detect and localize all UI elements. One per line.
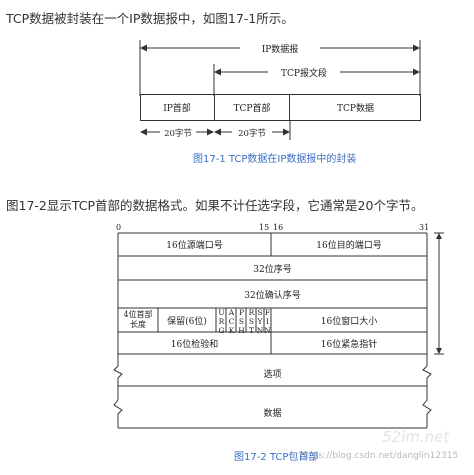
ip-header-size: 20字节 <box>164 129 192 139</box>
bit-label-0: 0 <box>116 223 122 232</box>
checksum-field: 16位检验和 <box>170 339 219 350</box>
header-length-line1: 4位首部 <box>123 310 153 319</box>
tcp-header-size: 20字节 <box>238 129 266 139</box>
options-field: 选项 <box>263 369 282 380</box>
tcp-header-grid <box>113 232 444 429</box>
window-size-field: 16位窗口大小 <box>320 316 378 327</box>
ip-header-box: IP首部 <box>140 94 215 121</box>
data-field: 数据 <box>263 408 282 419</box>
bit-label-15: 15 <box>259 223 270 232</box>
src-port-field: 16位源端口号 <box>166 241 223 251</box>
fig1-caption: 图17-1 TCP数据在IP数据报中的封装 <box>193 154 357 165</box>
intro-text-1: TCP数据被封装在一个IP数据报中，如图17-1所示。 <box>6 11 294 26</box>
tcp-segment-label: TCP报文段 <box>281 69 327 79</box>
intro-text-2: 图17-2显示TCP首部的数据格式。如果不计任选字段，它通常是20个字节。 <box>6 198 424 213</box>
bit-label-31: 31 <box>419 223 430 232</box>
ack-number-field: 32位确认序号 <box>244 290 301 301</box>
ip-datagram-label: IP数据报 <box>261 45 299 55</box>
header-length-field: 4位首部 长度 <box>118 308 158 332</box>
urgent-pointer-field: 16位紧急指针 <box>320 339 378 350</box>
watermark-url: https://blog.csdn.net/danglin12315 <box>300 451 459 461</box>
header-length-line2: 长度 <box>130 320 146 329</box>
fig2-caption: 图17-2 TCP包首部 <box>234 452 319 463</box>
dst-port-field: 16位目的端口号 <box>316 241 382 251</box>
ip-datagram-frame <box>140 94 421 121</box>
bit-label-16: 16 <box>273 223 284 232</box>
watermark-logo: 52im.net <box>382 428 450 446</box>
tcp-header-box: TCP首部 <box>215 94 290 121</box>
fig1-arrows <box>139 40 421 140</box>
reserved-field: 保留(6位) <box>167 316 207 327</box>
tcp-data-box: TCP数据 <box>337 104 374 114</box>
seq-number-field: 32位序号 <box>253 264 292 275</box>
